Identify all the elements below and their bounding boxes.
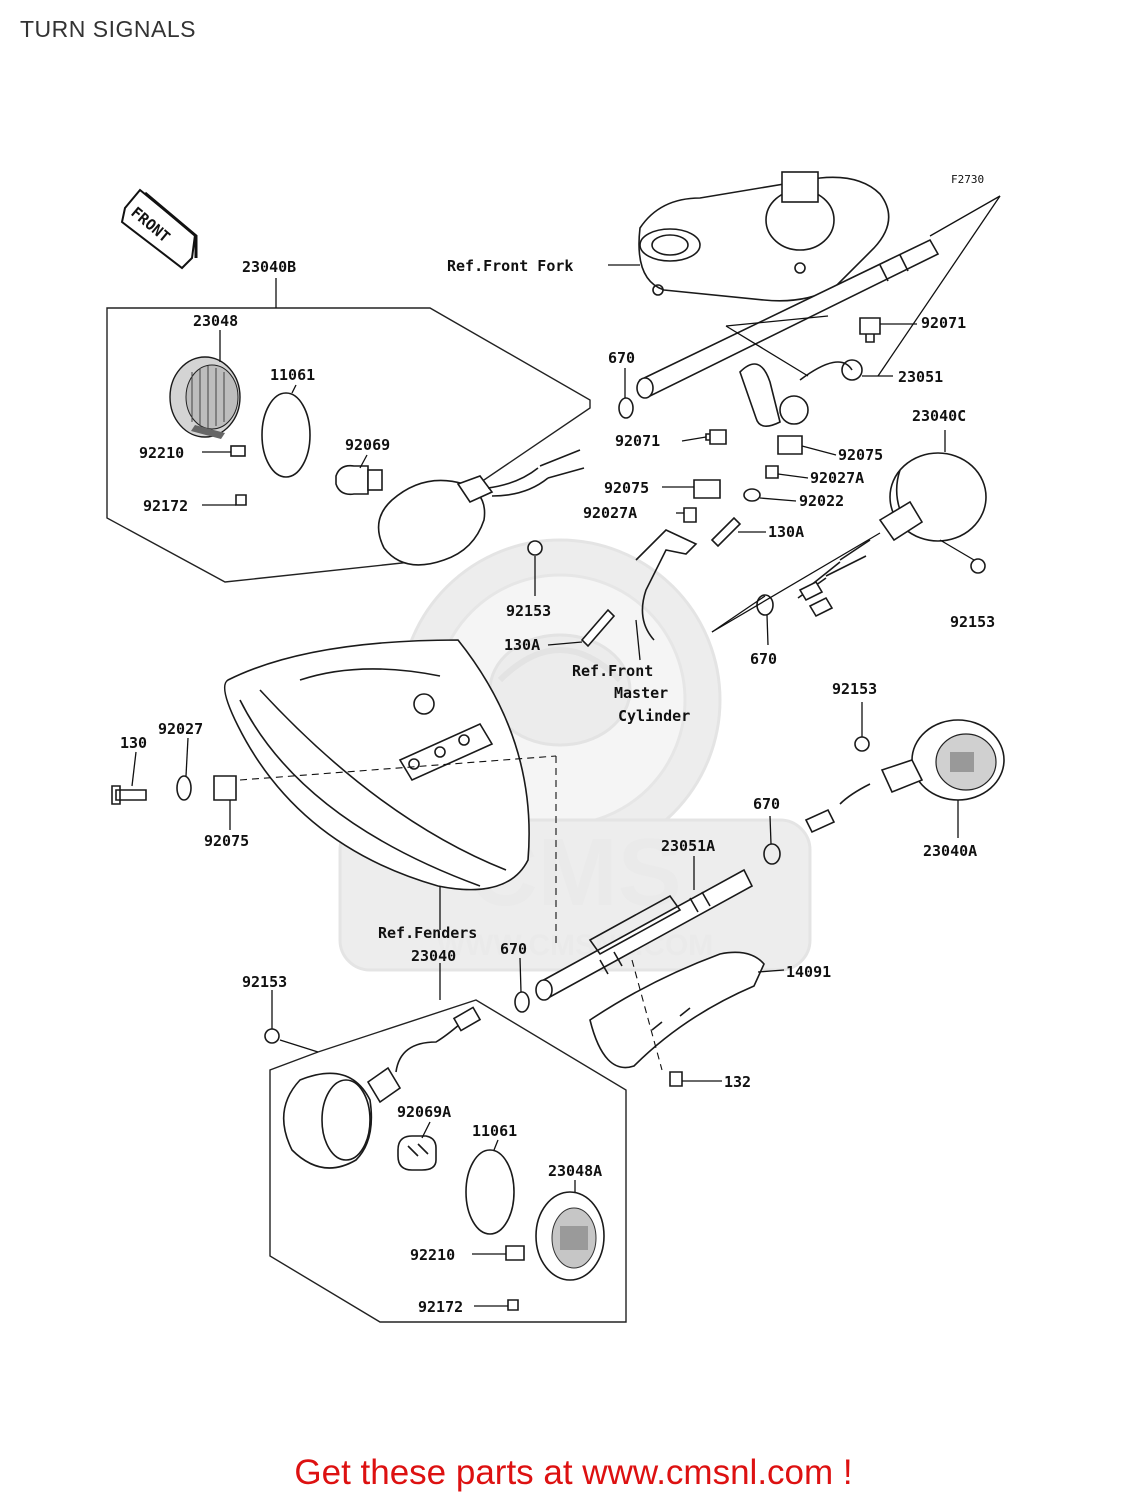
stay-cover-14091 xyxy=(589,951,765,1069)
part-label-23040A: 23040A xyxy=(923,842,977,860)
part-label-92075-fender: 92075 xyxy=(204,832,249,850)
figure-code: F2730 xyxy=(951,173,984,186)
grommet-92153-top xyxy=(527,540,543,556)
part-label-92172-bottom: 92172 xyxy=(418,1298,463,1316)
stay-tube-23051A xyxy=(535,868,754,1001)
part-label-23048: 23048 xyxy=(193,312,238,330)
part-label-23051A: 23051A xyxy=(661,837,715,855)
grommet-92153-right-c xyxy=(970,558,986,574)
part-label-92027: 92027 xyxy=(158,720,203,738)
o-ring-670-top xyxy=(618,397,634,419)
ref-fenders-label: Ref.Fenders xyxy=(378,924,477,942)
screw-92172-top xyxy=(235,494,247,506)
part-label-92075-left: 92075 xyxy=(604,479,649,497)
ref-master-cylinder-label-1: Ref.Front xyxy=(572,662,653,680)
part-label-92210-bottom: 92210 xyxy=(410,1246,455,1264)
part-label-23040: 23040 xyxy=(411,947,456,965)
part-label-670-right-a: 670 xyxy=(753,795,780,813)
part-label-670-right-c: 670 xyxy=(750,650,777,668)
part-label-670-top: 670 xyxy=(608,349,635,367)
o-ring-670-bottom xyxy=(514,991,530,1013)
part-label-23040C: 23040C xyxy=(912,407,966,425)
part-label-23048A: 23048A xyxy=(548,1162,602,1180)
ref-master-cylinder-label-2: Master xyxy=(614,684,668,702)
part-label-11061-top: 11061 xyxy=(270,366,315,384)
o-ring-670-right-a xyxy=(763,843,781,865)
part-label-130: 130 xyxy=(120,734,147,752)
ref-front-fork-label: Ref.Front Fork xyxy=(447,257,573,275)
part-label-92022: 92022 xyxy=(799,492,844,510)
turn-signal-housing-23040C xyxy=(797,452,987,618)
damper-92075-right xyxy=(777,435,803,455)
part-label-92071-right: 92071 xyxy=(921,314,966,332)
watermark-url-text: WWW.CMSNL.COM xyxy=(437,929,714,962)
part-label-92153-right-c: 92153 xyxy=(950,613,995,631)
bolt-130 xyxy=(111,785,147,805)
part-label-130A-upper: 130A xyxy=(768,523,804,541)
front-direction-arrow: FRONT xyxy=(120,188,198,270)
part-label-23051: 23051 xyxy=(898,368,943,386)
screw-92172-bottom xyxy=(507,1299,519,1311)
part-label-92075-right: 92075 xyxy=(838,446,883,464)
part-label-92069A: 92069A xyxy=(397,1103,451,1121)
collar-92027A-right xyxy=(765,465,779,479)
clamp-92071-left xyxy=(705,429,727,445)
part-label-92027A-left: 92027A xyxy=(583,504,637,522)
screw-132 xyxy=(669,1071,683,1087)
stay-tube-23051 xyxy=(636,238,940,427)
damper-92075-left xyxy=(693,479,721,499)
part-label-92153-right-a: 92153 xyxy=(832,680,877,698)
part-label-92153-bottom: 92153 xyxy=(242,973,287,991)
parts-diagram: CMS WWW.CMSNL.COM FRONT F2730 xyxy=(106,171,1005,1323)
group-frame-23040 xyxy=(269,999,627,1323)
collar-92027 xyxy=(176,775,192,801)
gasket-ring-11061-top xyxy=(261,392,311,478)
turn-signal-housing-23040B xyxy=(377,449,585,566)
clip-nut-92210-bottom xyxy=(505,1245,525,1261)
part-label-92027A-right: 92027A xyxy=(810,469,864,487)
part-label-130A-lower: 130A xyxy=(504,636,540,654)
part-label-92172-top: 92172 xyxy=(143,497,188,515)
grommet-92153-bottom xyxy=(264,1028,280,1044)
part-label-23040B: 23040B xyxy=(242,258,296,276)
bolt-130A-lower xyxy=(580,608,616,648)
collar-92027A-left xyxy=(683,507,697,523)
front-fender xyxy=(223,639,530,891)
turn-signal-housing-23040A xyxy=(804,719,1005,834)
lens-23048 xyxy=(169,356,241,439)
clamp-92071-right xyxy=(859,317,881,343)
bolt-130A-upper xyxy=(710,516,742,548)
part-label-92153-top: 92153 xyxy=(506,602,551,620)
turn-signal-housing-23040 xyxy=(282,1006,482,1169)
grommet-92153-right-a xyxy=(854,736,870,752)
master-cylinder-bracket xyxy=(635,529,698,641)
page-title: TURN SIGNALS xyxy=(20,16,196,42)
clip-nut-92210-top xyxy=(230,445,246,457)
front-fork-bracket xyxy=(638,171,890,302)
lens-23048A xyxy=(535,1191,605,1281)
part-label-14091: 14091 xyxy=(786,963,831,981)
footer-promo-link[interactable]: Get these parts at www.cmsnl.com ! xyxy=(294,1453,853,1492)
washer-92022 xyxy=(743,488,761,502)
ref-master-cylinder-label-3: Cylinder xyxy=(618,707,690,725)
bulb-92069 xyxy=(335,464,383,496)
part-label-92210-top: 92210 xyxy=(139,444,184,462)
part-label-670-bottom: 670 xyxy=(500,940,527,958)
part-label-92071-left: 92071 xyxy=(615,432,660,450)
bulb-92069A xyxy=(397,1135,437,1171)
part-label-11061-bottom: 11061 xyxy=(472,1122,517,1140)
damper-92075-fender xyxy=(213,775,237,801)
part-label-92069: 92069 xyxy=(345,436,390,454)
gasket-ring-11061-bottom xyxy=(465,1149,515,1235)
part-label-132: 132 xyxy=(724,1073,751,1091)
